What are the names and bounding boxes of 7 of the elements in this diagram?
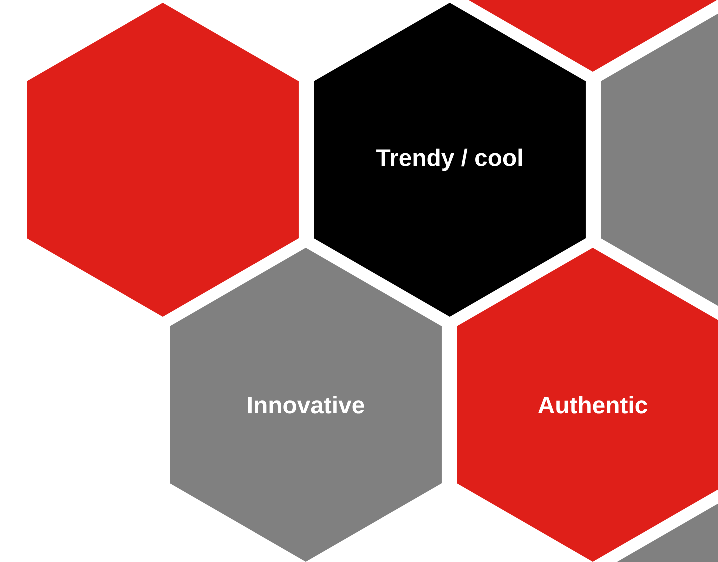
hexagon — [27, 3, 299, 317]
hexagon — [618, 504, 718, 562]
hexagon-label-box: Innovative — [170, 248, 442, 562]
hexagon — [601, 14, 718, 306]
hexagon-label-box: Authentic — [457, 248, 718, 562]
hexagon — [468, 0, 718, 72]
hexagon-label-box: Trendy / cool — [314, 3, 586, 317]
